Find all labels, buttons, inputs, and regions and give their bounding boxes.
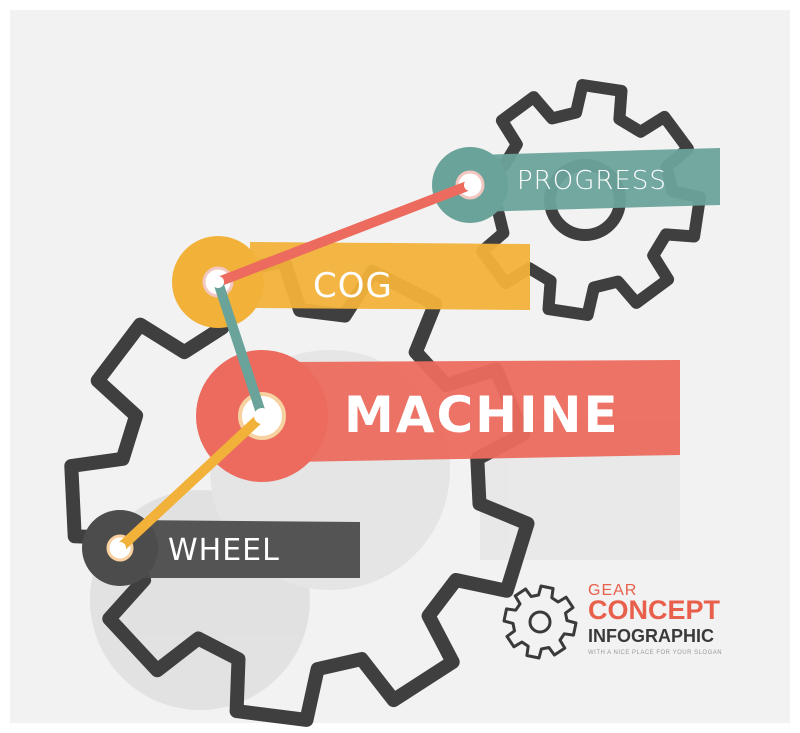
logo-concept-word: CONCEPT <box>588 595 721 625</box>
logo: GEAR CONCEPT INFOGRAPHIC WITH A NICE PLA… <box>498 578 788 668</box>
logo-slogan: WITH A NICE PLACE FOR YOUR SLOGAN <box>588 650 723 656</box>
connector-cog-machine <box>213 277 267 421</box>
gear-outline-large <box>64 253 535 727</box>
logo-infographic-word: INFOGRAPHIC <box>588 626 714 646</box>
logo-gear-word: GEAR <box>588 582 638 599</box>
machine-label: MACHINE <box>344 386 620 444</box>
gear-icon <box>502 584 578 660</box>
progress-banner <box>475 148 720 212</box>
cog-label: COG <box>313 266 393 306</box>
wheel-banner <box>120 520 360 578</box>
wheel-label: WHEEL <box>168 533 280 568</box>
machine-banner <box>290 360 680 462</box>
progress-label: PROGRESS <box>517 166 667 196</box>
connector-machine-wheel <box>115 411 267 553</box>
connector-progress-cog <box>213 180 475 287</box>
cog-banner <box>250 242 530 310</box>
